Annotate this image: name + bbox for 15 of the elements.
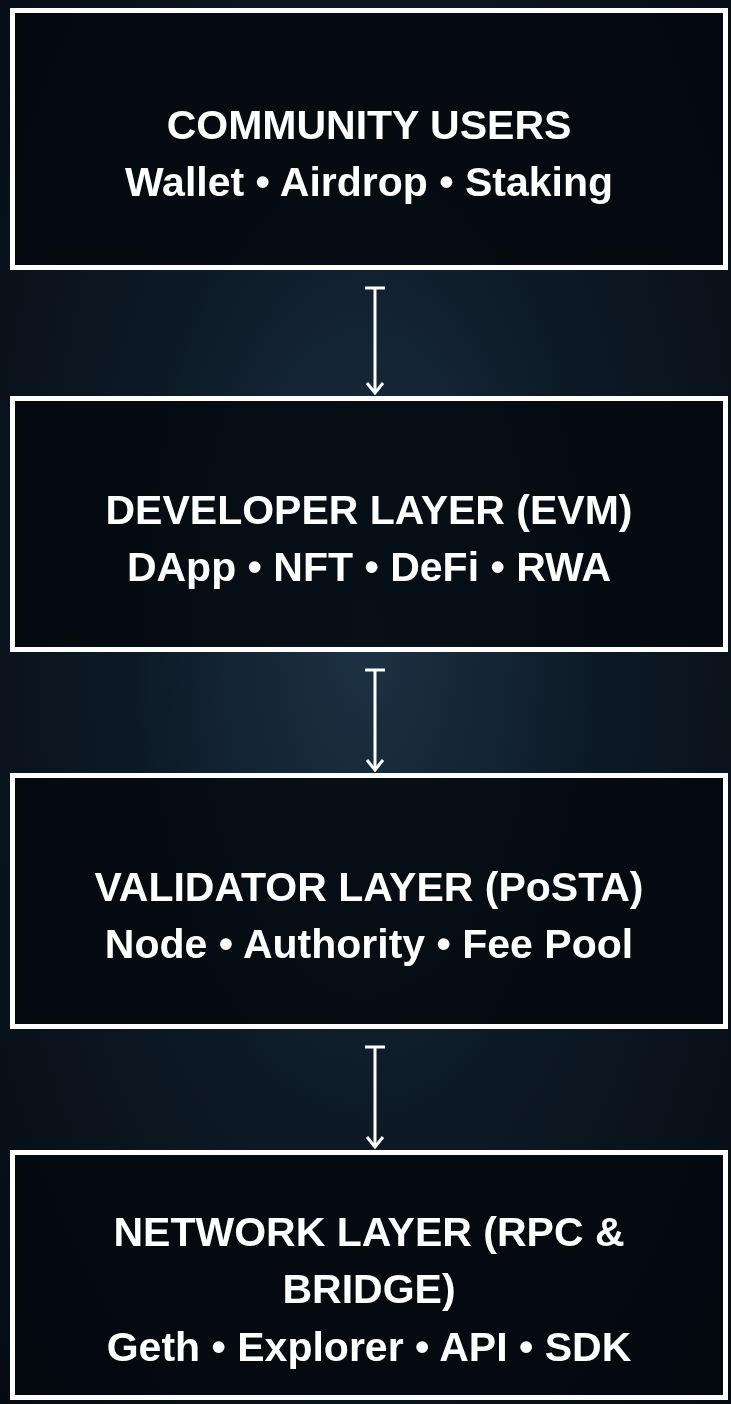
- arrow: [363, 286, 387, 395]
- layer-title: COMMUNITY USERS: [166, 100, 572, 150]
- layer-title: NETWORK LAYER (RPC & BRIDGE): [112, 1207, 626, 1315]
- layer-title: DEVELOPER LAYER (EVM): [105, 485, 633, 535]
- layer-items: Geth • Explorer • API • SDK: [106, 1322, 632, 1372]
- layer-items: Node • Authority • Fee Pool: [104, 920, 634, 969]
- layer-box: [10, 773, 728, 1029]
- layer-box: [10, 1150, 728, 1400]
- layer-items: DApp • NFT • DeFi • RWA: [126, 543, 612, 592]
- arrow: [363, 668, 387, 772]
- layer-items: Wallet • Airdrop • Staking: [124, 158, 614, 207]
- layer-box: [10, 396, 728, 652]
- layer-box: [10, 8, 728, 270]
- layer-title: VALIDATOR LAYER (PoSTA): [94, 862, 644, 912]
- arrow: [363, 1045, 387, 1149]
